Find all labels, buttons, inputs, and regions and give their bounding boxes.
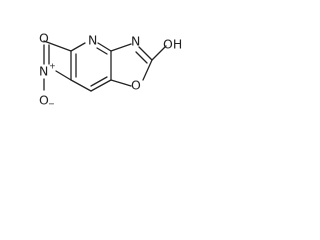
bond-n4-c3a-double [96,47,108,55]
bond-o1-c7a [110,79,132,87]
atom-azole-nitrogen: N [131,34,140,49]
bond-c2-o1 [142,59,153,81]
atom-nitro-oxygen-top: O [39,31,49,46]
bond-c5-n4 [70,42,86,52]
bond-c3a-n3 [110,43,132,52]
atom-nitro-nitrogen: N [39,64,48,79]
bond-methyl [43,40,72,52]
bond-n4-c3a [97,42,112,52]
bond-n3-c2 [138,46,153,61]
atom-nitro-oxygen-bottom: O [39,93,49,108]
molecule-structure: N N O OH N + O O − [39,31,182,109]
atom-hydroxyl: OH [163,37,182,52]
bond-c6-nitro-n [55,70,72,81]
atom-ring-oxygen: O [131,78,141,93]
bond-c7a-c7 [90,79,112,92]
bond-n3-c2-double [135,51,148,64]
bond-c2-oh [151,45,167,61]
bond-c7-c6 [70,79,92,92]
nitro-oxygen-charge: − [48,100,55,109]
atom-labels: N N O OH N + O O − [39,31,182,109]
nitro-nitrogen-charge: + [49,62,56,71]
bond-c7a-c7-double [90,76,108,87]
atom-ring-nitrogen: N [88,33,97,48]
bonds [43,40,167,92]
